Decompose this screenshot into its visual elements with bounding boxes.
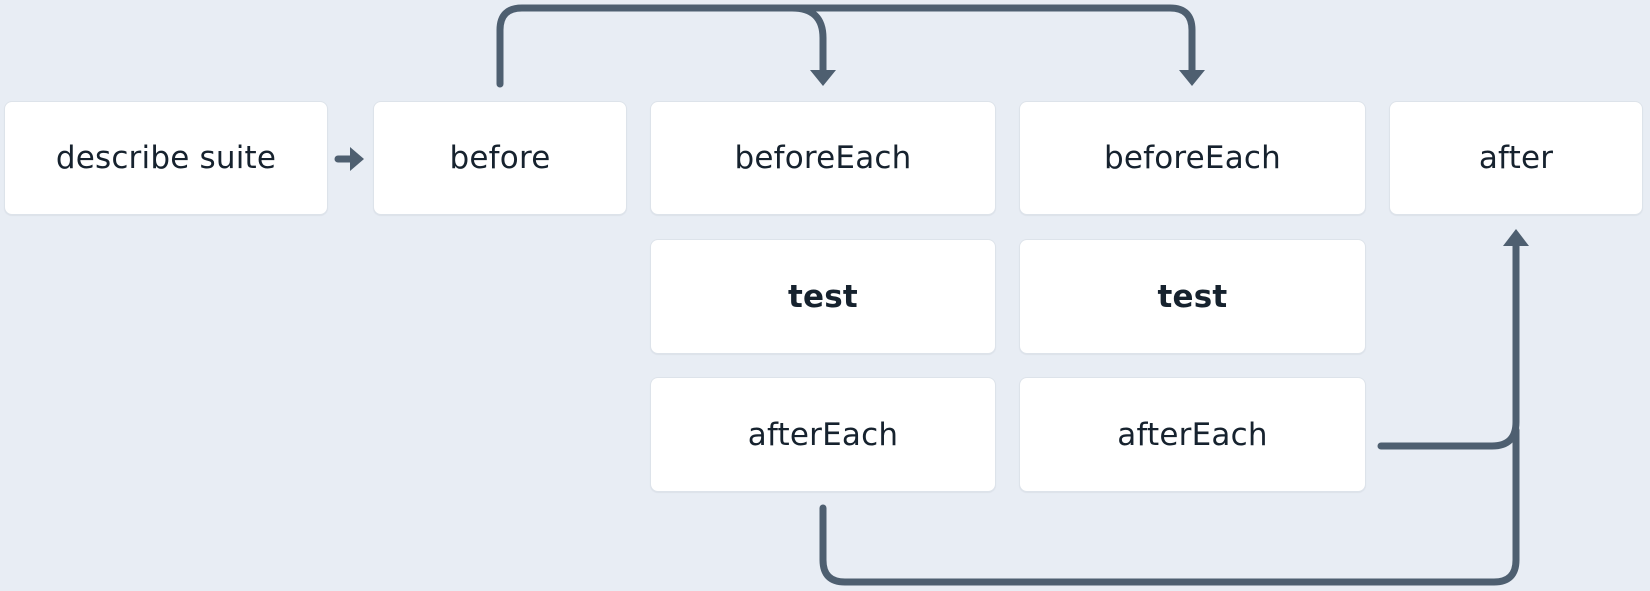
before-each-box-1: beforeEach bbox=[650, 101, 996, 215]
test-box-1: test bbox=[650, 239, 996, 354]
after-each-box-2: afterEach bbox=[1019, 377, 1366, 492]
connector-before-to-before-each bbox=[496, 4, 1196, 88]
after-box: after bbox=[1389, 101, 1643, 215]
before-label: before bbox=[449, 140, 551, 176]
before-box: before bbox=[373, 101, 627, 215]
before-each-box-2: beforeEach bbox=[1019, 101, 1366, 215]
connector-branch-to-first-before-each bbox=[788, 4, 827, 78]
connector-after-each-to-after bbox=[1377, 238, 1520, 450]
test-box-2: test bbox=[1019, 239, 1366, 354]
arrowhead-first-before-each bbox=[810, 70, 836, 86]
arrowhead-second-before-each bbox=[1179, 70, 1205, 86]
arrowhead-before bbox=[350, 147, 364, 171]
after-each-label-1: afterEach bbox=[747, 416, 899, 453]
describe-suite-box: describe suite bbox=[4, 101, 328, 215]
test-label-1: test bbox=[788, 278, 858, 315]
arrowhead-after bbox=[1503, 229, 1529, 246]
describe-suite-label: describe suite bbox=[55, 140, 277, 176]
after-each-box-1: afterEach bbox=[650, 377, 996, 492]
before-each-label-2: beforeEach bbox=[1103, 140, 1282, 176]
after-label: after bbox=[1478, 140, 1554, 176]
connector-first-after-each-loop bbox=[819, 426, 1520, 586]
test-label-2: test bbox=[1157, 278, 1228, 315]
after-each-label-2: afterEach bbox=[1117, 416, 1268, 453]
before-each-label-1: beforeEach bbox=[734, 140, 912, 176]
